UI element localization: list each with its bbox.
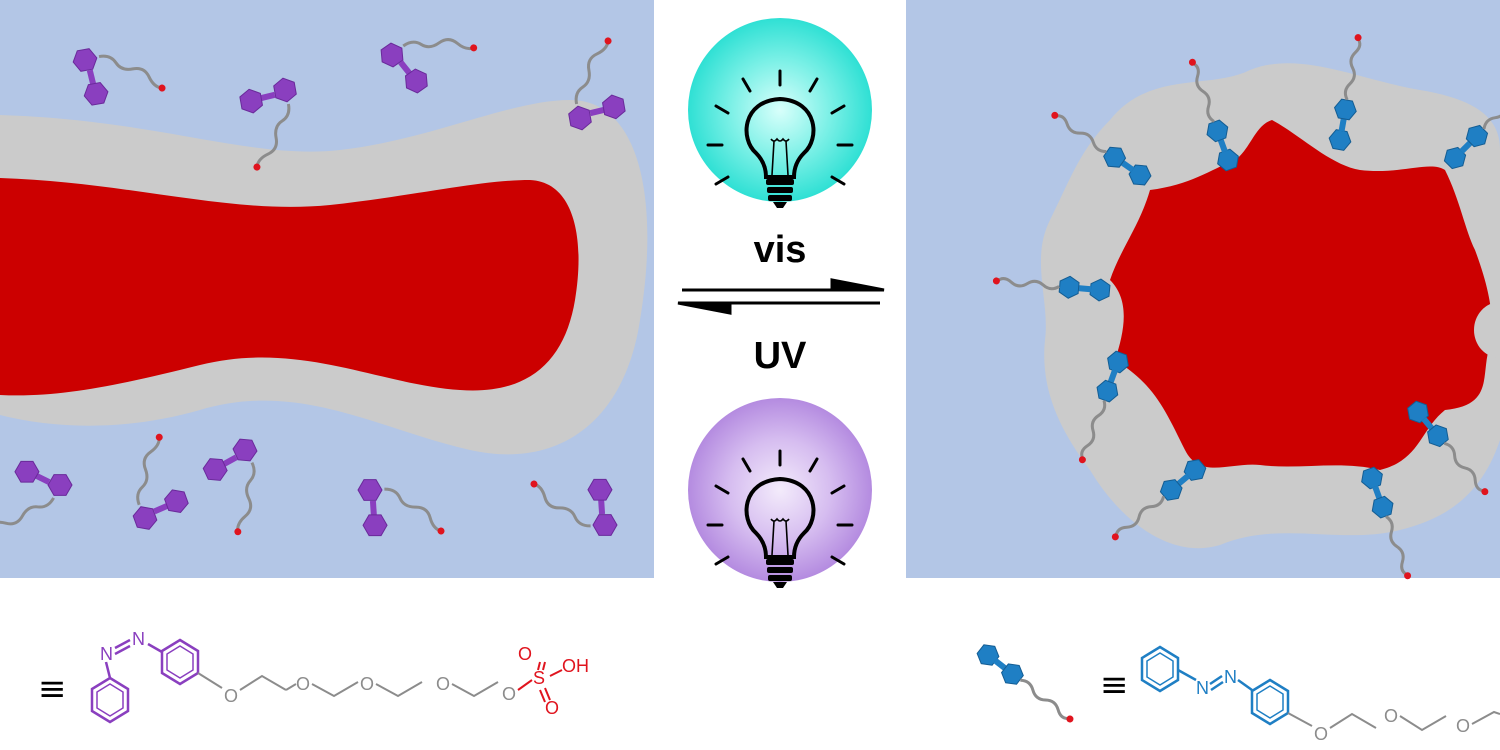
azo-nitrogen-label: N (100, 644, 113, 664)
equivalence-symbol: ≡ (38, 669, 67, 709)
equivalence-symbol: ≡ (1100, 665, 1129, 705)
ether-oxygen-label: O (436, 674, 450, 694)
ether-oxygen-label: O (360, 674, 374, 694)
left-micelle-core (0, 178, 579, 396)
azo-nitrogen-label: N (1196, 678, 1209, 698)
ether-oxygen-label: O (1384, 706, 1398, 726)
uv-light-glow (688, 398, 872, 582)
center-panel: vis UV (677, 18, 885, 590)
right-micelle-core (1110, 120, 1492, 470)
cis-structure-legend: ≡ N N O O O O O S O O OH (38, 629, 589, 724)
ether-oxygen-label: O (1314, 724, 1328, 744)
right-edge-shell (1474, 302, 1500, 358)
forward-light-label: vis (754, 229, 807, 271)
ether-oxygen-label: O (224, 686, 238, 706)
right-panel (906, 0, 1500, 583)
ether-oxygen-label: O (296, 674, 310, 694)
azo-nitrogen-label: N (1224, 667, 1237, 687)
reverse-light-label: UV (754, 335, 807, 377)
ether-oxygen-label: O (1456, 716, 1470, 736)
trans-structure-legend: ≡ N N O O O (974, 640, 1500, 744)
ether-oxygen-label: O (502, 684, 516, 704)
sulfur-label: S (533, 668, 545, 688)
equilibrium-arrows-icon (677, 278, 885, 315)
trans-surfactant-key (974, 640, 1080, 729)
left-panel (0, 0, 654, 578)
visible-light-glow (688, 18, 872, 202)
sulfonyl-oxygen-label: O (518, 644, 532, 664)
azo-nitrogen-label: N (132, 629, 145, 649)
hydroxyl-label: OH (562, 656, 589, 676)
sulfonyl-oxygen-label: O (545, 698, 559, 718)
